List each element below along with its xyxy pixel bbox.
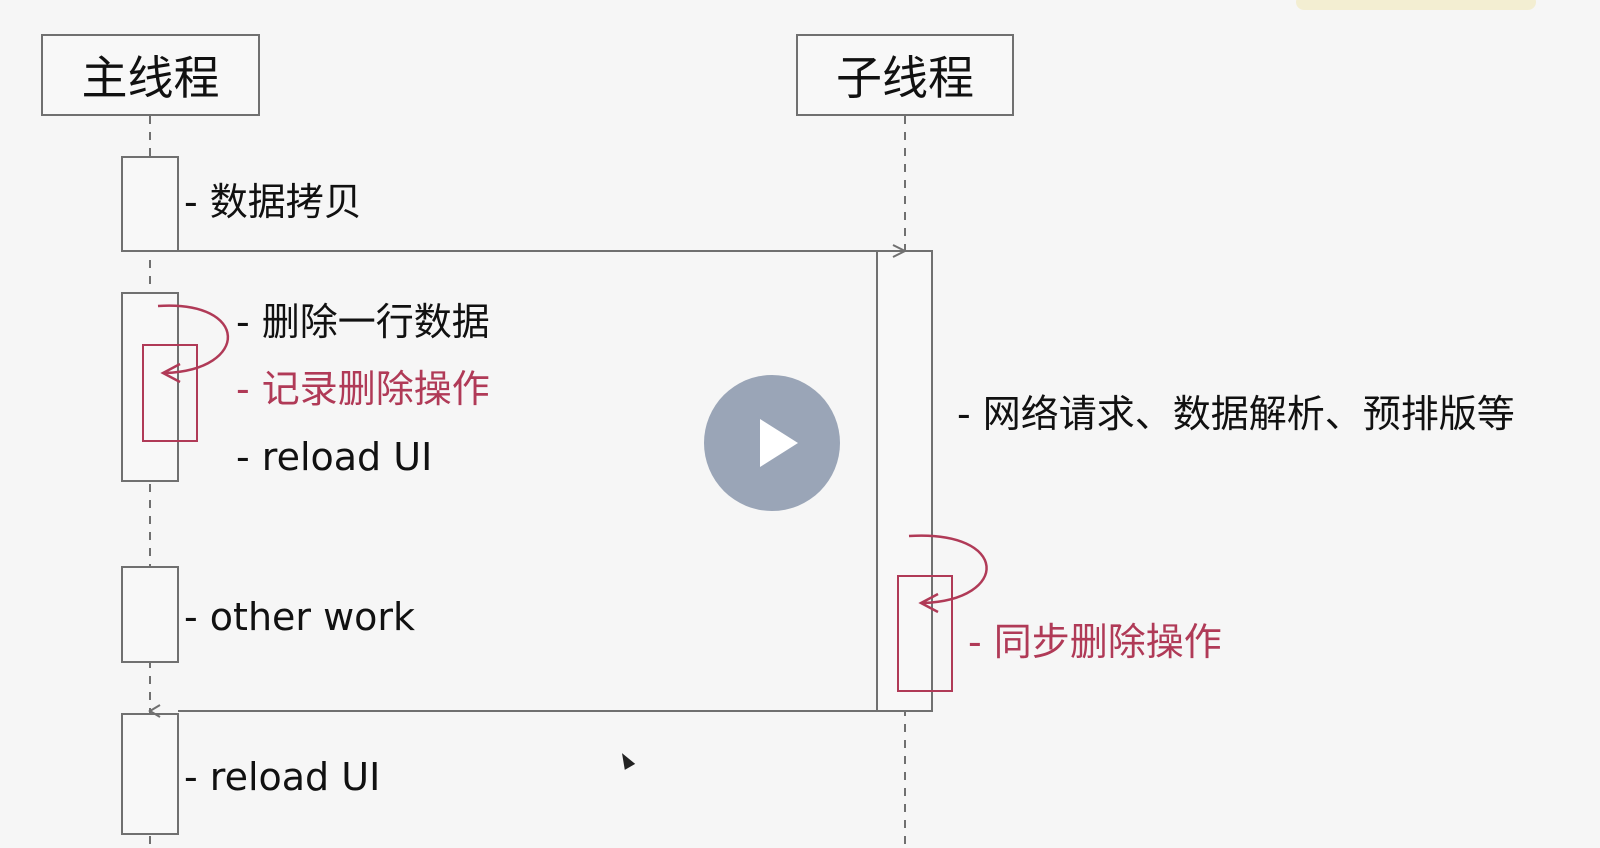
label-delete-row: - 删除一行数据 (236, 300, 490, 344)
self-call-record-delete-arrowhead (160, 362, 181, 384)
label-reload-ui-2: - reload UI (184, 755, 381, 799)
self-call-sync-delete (908, 534, 988, 605)
self-call-sync-delete-arrowhead (918, 592, 939, 614)
activation-worker (876, 250, 933, 712)
label-record-delete: - 记录删除操作 (236, 367, 490, 411)
label-network: - 网络请求、数据解析、预排版等 (957, 392, 1515, 436)
play-button[interactable] (704, 375, 840, 511)
main-thread-header: 主线程 (41, 34, 260, 116)
play-icon (760, 419, 798, 467)
label-reload-ui-1: - reload UI (236, 435, 433, 479)
message-main-to-worker-arrowhead (892, 244, 908, 258)
worker-thread-title: 子线程 (836, 51, 974, 105)
activation-other-work (121, 566, 179, 663)
worker-thread-header: 子线程 (796, 34, 1014, 116)
label-copy-data: - 数据拷贝 (184, 180, 362, 224)
activation-delete-row (121, 292, 179, 482)
activation-sync-delete (897, 575, 953, 692)
message-worker-to-main-arrowhead (148, 704, 161, 718)
watermark-logo (1296, 0, 1536, 10)
activation-copy-data (121, 156, 179, 252)
activation-record-delete (142, 344, 198, 442)
self-call-record-delete (157, 304, 230, 375)
main-thread-title: 主线程 (81, 51, 220, 105)
activation-reload-ui (121, 713, 179, 835)
label-other-work: - other work (184, 595, 416, 639)
label-sync-delete: - 同步删除操作 (968, 620, 1222, 664)
